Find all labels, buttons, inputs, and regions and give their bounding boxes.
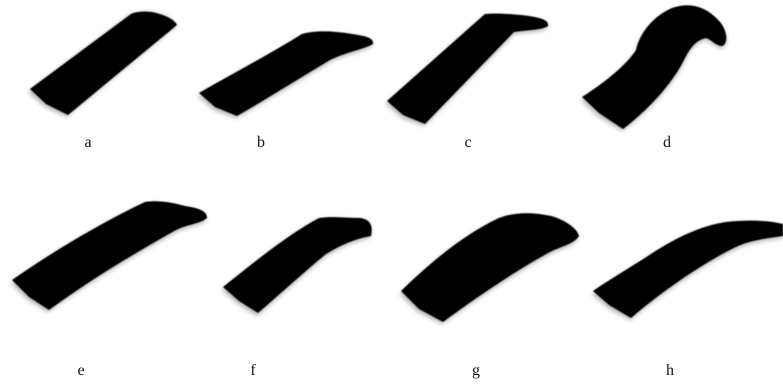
panel-label-g: g — [466, 363, 486, 379]
panel-label-d: d — [657, 135, 677, 151]
panel-label-b: b — [251, 135, 271, 151]
shape-e — [11, 201, 207, 312]
panel-label-h: h — [660, 363, 680, 379]
shape-b — [198, 31, 373, 118]
panel-label-e: e — [71, 363, 91, 379]
shape-h — [592, 221, 783, 320]
shape-f — [222, 217, 372, 316]
shape-a — [28, 12, 177, 117]
shape-d — [581, 5, 726, 131]
shape-g — [400, 213, 579, 324]
panel-label-a: a — [78, 135, 98, 151]
panel-label-c: c — [458, 135, 478, 151]
panel-label-f: f — [243, 363, 263, 379]
shape-c — [386, 14, 548, 126]
